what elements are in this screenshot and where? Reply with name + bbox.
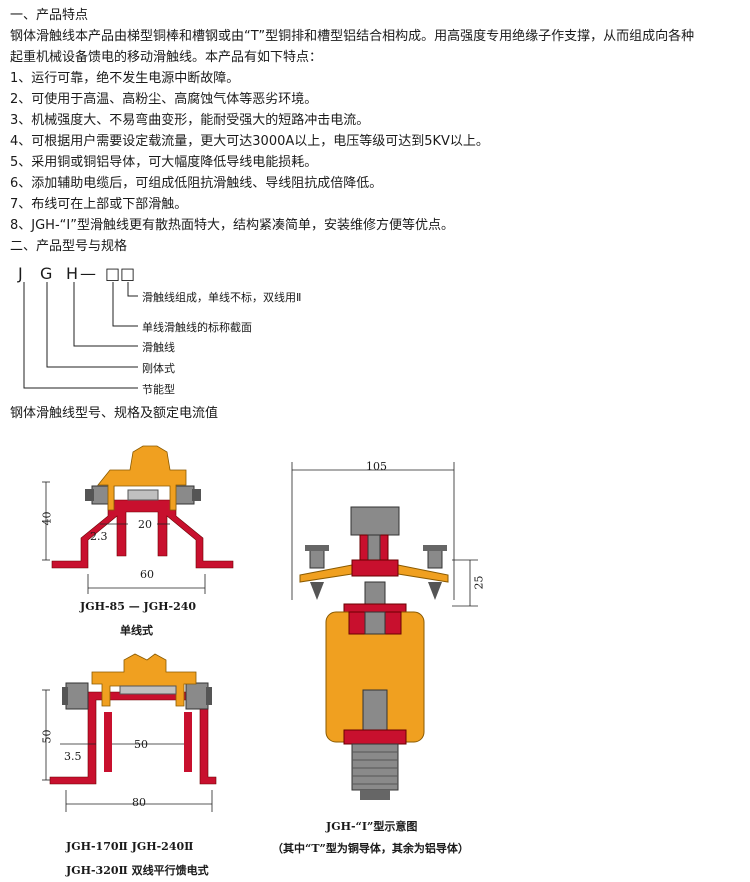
dim-inner: 50 (134, 738, 148, 751)
heading-product-features: 一、产品特点 (10, 8, 89, 23)
code-dash: — (80, 264, 96, 283)
dim-width: 60 (140, 568, 154, 581)
section-title: 钢体滑触线型号、规格及额定电流值 (10, 406, 219, 421)
caption-note: （其中“T”型为铜导体，其余为铝导体） (272, 842, 469, 855)
dim-gap: 3.5 (64, 750, 82, 763)
dim-width: 80 (132, 796, 146, 809)
caption-model: JGH-85 — JGH-240 (80, 600, 197, 613)
dim-gap: 2.3 (90, 530, 108, 543)
code-box: □ (120, 264, 136, 283)
intro-paragraph-line1: 钢体滑触线本产品由梯型铜棒和槽钢或由“T”型铜排和槽型铝结合相构成。用高强度专用… (10, 29, 695, 44)
heading-model-spec: 二、产品型号与规格 (10, 239, 128, 254)
feature-item: 6、添加辅助电缆后，可组成低阻抗滑触线、导线阻抗成倍降低。 (10, 176, 383, 191)
dim-height: 25 (472, 575, 486, 590)
code-label: 滑触线 (142, 341, 175, 354)
feature-item: 7、布线可在上部或下部滑触。 (10, 197, 188, 212)
feature-item: 4、可根据用户需要设定载流量，更大可达3000A以上，电压等级可达到5KV以上。 (10, 134, 489, 149)
feature-item: 8、JGH-“I”型滑触线更有散热面特大，结构紧凑简单，安装维修方便等优点。 (10, 218, 454, 233)
feature-item: 1、运行可靠，绝不发生电源中断故障。 (10, 71, 240, 86)
code-label: 单线滑触线的标称截面 (142, 321, 252, 334)
caption-type: 单线式 (120, 624, 153, 637)
code-label: 滑触线组成，单线不标，双线用Ⅱ (142, 291, 302, 304)
code-letter-h: H (66, 264, 79, 283)
intro-paragraph-line2: 起重机械设备馈电的移动滑触线。本产品有如下特点： (10, 50, 323, 65)
feature-item: 5、采用铜或铜铝导体，可大幅度降低导线电能损耗。 (10, 155, 318, 170)
caption-title: JGH-“I”型示意图 (326, 820, 418, 833)
dim-inner: 20 (138, 518, 152, 531)
code-letter-g: G (40, 264, 53, 283)
caption-models-line2: JGH-320Ⅱ 双线平行馈电式 (66, 864, 209, 877)
code-letter-j: J (18, 264, 23, 283)
feature-item: 2、可使用于高温、高粉尘、高腐蚀气体等恶劣环境。 (10, 92, 318, 107)
caption-models-line1: JGH-170Ⅱ JGH-240Ⅱ (66, 840, 194, 853)
feature-item: 3、机械强度大、不易弯曲变形，能耐受强大的短路冲击电流。 (10, 113, 370, 128)
code-box: □ (105, 264, 121, 283)
dim-width: 105 (366, 460, 387, 473)
code-label: 刚体式 (142, 362, 175, 375)
code-label: 节能型 (142, 383, 175, 396)
